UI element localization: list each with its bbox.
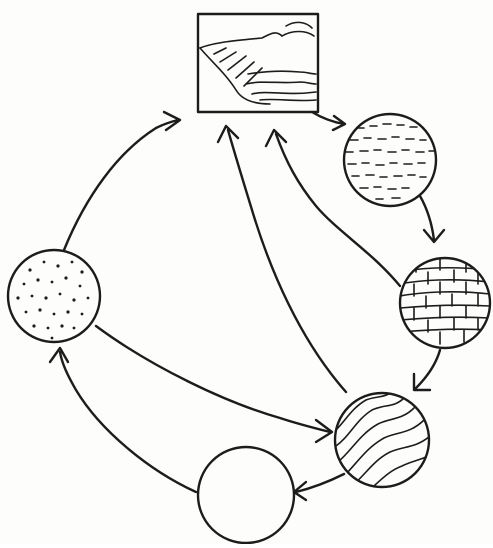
magma-circle-icon (198, 447, 294, 543)
arrow-metamorphic-to-landscape (218, 126, 346, 392)
arrow-sediment-to-sedimentary (420, 196, 444, 242)
arrow-metamorphic-to-magma (294, 474, 344, 500)
sedimentary-rock-circle-icon (400, 258, 490, 348)
arrow-sedimentary-to-metamorphic (414, 350, 440, 390)
arrow-igneous-to-landscape (64, 112, 180, 250)
igneous-rock-circle-icon (8, 250, 100, 342)
arrow-igneous-to-metamorphic (96, 326, 332, 442)
arrow-landscape-to-sediment (312, 112, 345, 130)
arrow-sedimentary-to-landscape (266, 130, 400, 286)
metamorphic-rock-circle-icon (335, 392, 436, 496)
landscape-sketch-icon (198, 14, 318, 112)
sediment-circle-icon (344, 114, 436, 206)
arrow-magma-to-igneous (50, 348, 196, 492)
